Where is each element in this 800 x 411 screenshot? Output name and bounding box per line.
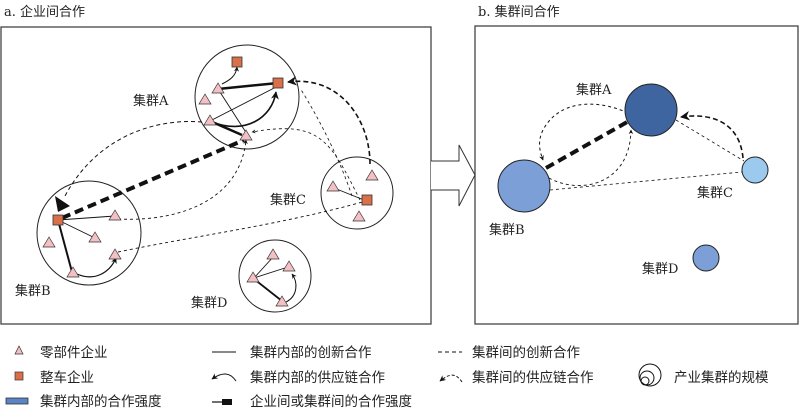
parts-enterprise-node — [365, 169, 379, 181]
inter-cluster-supply-c-a — [287, 76, 371, 165]
inter-innovation-a-c — [675, 119, 745, 162]
transition-arrow-icon — [431, 144, 476, 207]
parts-enterprise-node — [326, 180, 340, 192]
cluster-a-label: 集群A — [133, 93, 169, 109]
inter-innovation-b-c — [549, 171, 743, 191]
bar-icon — [5, 397, 29, 405]
square-icon — [14, 371, 24, 381]
parts-enterprise-node — [246, 271, 260, 283]
inter-cluster-supply-b-from-a — [64, 121, 203, 197]
inter-cluster-innovation-b-a — [117, 139, 248, 220]
legend: 零部件企业 整车企业 集群内部的合作强度 集群内部的创新合作 集群内部的供应链合… — [5, 344, 769, 410]
curved-arrow-icon — [211, 373, 237, 382]
triangle-icon — [14, 345, 24, 355]
edge-d — [253, 255, 275, 279]
parts-enterprise-node — [203, 114, 217, 126]
thick-line-icon-block — [222, 399, 232, 405]
edge-a — [209, 85, 279, 122]
cluster-c-boundary — [320, 156, 394, 230]
inter-strength-b-a — [545, 119, 630, 170]
panel-b-title: b. 集群间合作 — [478, 4, 560, 20]
legend-label: 整车企业 — [40, 369, 94, 386]
edge-d — [253, 266, 289, 279]
edge-c — [333, 187, 365, 201]
cluster-d-boundary — [238, 239, 312, 313]
legend-label: 集群间的创新合作 — [472, 345, 580, 361]
parts-enterprise-node — [108, 248, 122, 260]
edge-b — [57, 219, 73, 273]
parts-enterprise-node — [66, 266, 80, 278]
vehicle-enterprise-node — [52, 214, 64, 226]
nodes-b — [42, 209, 122, 278]
edge-a — [217, 81, 279, 91]
parts-enterprise-node — [88, 231, 102, 243]
cluster-a-label-b: 集群A — [576, 82, 612, 98]
cluster-b-boundary — [36, 180, 142, 286]
legend-label: 集群间的供应链合作 — [472, 369, 594, 386]
parts-enterprise-node — [282, 260, 296, 272]
cluster-a-node — [624, 83, 678, 137]
supply-arrow-a — [221, 66, 239, 85]
legend-label: 企业间或集群间的合作强度 — [250, 393, 412, 410]
cluster-c-node — [741, 156, 769, 184]
dashed-curved-arrow-icon — [439, 374, 463, 383]
legend-label: 零部件企业 — [40, 344, 108, 361]
nodes-d — [246, 248, 296, 307]
inter-arrowhead-b — [55, 196, 70, 212]
edge-b — [57, 215, 116, 221]
cluster-b-node — [497, 159, 551, 213]
parts-enterprise-node — [211, 82, 225, 94]
cluster-a-boundary — [194, 44, 300, 150]
vehicle-enterprise-node — [231, 56, 243, 68]
parts-enterprise-node — [42, 236, 56, 248]
supply-arrow-a — [211, 91, 279, 128]
cluster-d-label: 集群D — [191, 295, 227, 311]
cluster-c-label-b: 集群C — [697, 185, 733, 201]
panel-a-diagram: 集群A 集群B 集群C 集群D — [15, 44, 394, 313]
edge-d — [253, 278, 283, 302]
parts-enterprise-node — [108, 209, 122, 221]
cluster-d-label-b: 集群D — [642, 261, 678, 277]
inter-innovation-b-a — [548, 129, 634, 186]
parts-enterprise-node — [352, 210, 366, 222]
vehicle-enterprise-node — [361, 194, 373, 206]
inter-cluster-innovation-b-c — [117, 200, 367, 253]
legend-label: 集群内部的创新合作 — [250, 345, 372, 361]
inter-supply-a-b — [539, 103, 629, 161]
nested-circles-icon — [638, 363, 662, 387]
legend-label: 产业集群的规模 — [674, 370, 769, 386]
cluster-d-node — [692, 244, 720, 272]
edge-b — [57, 219, 96, 239]
legend-label: 集群内部的合作强度 — [40, 394, 162, 410]
supply-arrow-d — [285, 273, 297, 303]
parts-enterprise-node — [239, 129, 253, 141]
cluster-b-label: 集群B — [15, 283, 51, 299]
cluster-c-label: 集群C — [270, 192, 306, 208]
nodes-a — [198, 56, 284, 141]
inter-cluster-innovation-c-a-1 — [299, 87, 353, 197]
parts-enterprise-node — [275, 295, 289, 307]
nodes-c — [326, 169, 379, 222]
inter-supply-c-a — [680, 110, 744, 159]
panel-a-title: a. 企业间合作 — [4, 4, 85, 20]
panel-b-diagram: 集群A 集群B 集群C 集群D — [489, 82, 769, 277]
legend-label: 集群内部的供应链合作 — [250, 369, 385, 386]
inter-strength-b-a — [61, 138, 245, 220]
cluster-b-label-b: 集群B — [489, 222, 525, 238]
parts-enterprise-node — [198, 93, 212, 105]
parts-enterprise-node — [266, 248, 280, 260]
inter-cluster-innovation-c-a-2 — [251, 128, 361, 201]
supply-arrow-b — [76, 257, 117, 278]
vehicle-enterprise-node — [272, 77, 284, 89]
